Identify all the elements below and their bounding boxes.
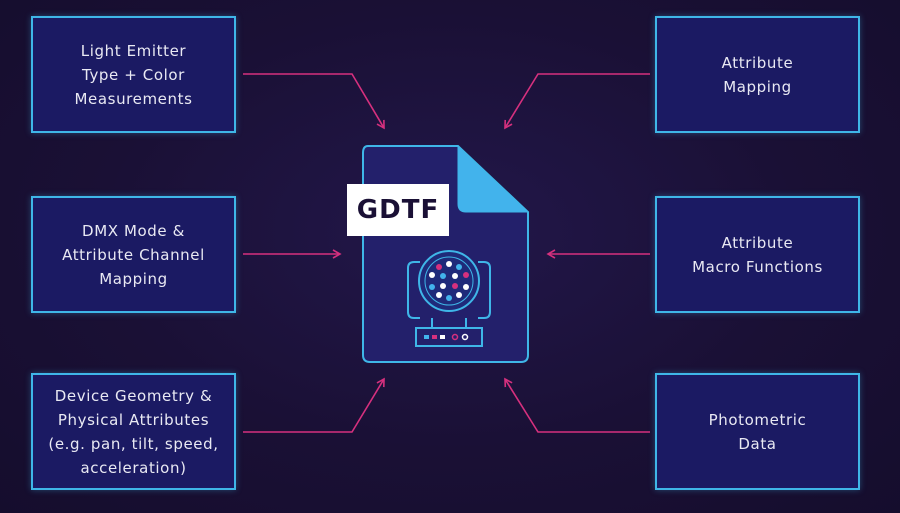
arrow-attribute-mapping [504,73,650,130]
arrow-device-geometry [243,377,385,433]
moving-head-light-icon [407,250,491,347]
arrow-photometric [504,377,650,433]
gdtf-label: GDTF [347,184,449,236]
arrow-light-emitter [243,73,385,130]
attribute-mapping-box: Attribute Mapping [655,16,860,133]
light-emitter-box: Light Emitter Type + Color Measurements [31,16,236,133]
device-geometry-box: Device Geometry & Physical Attributes (e… [31,373,236,490]
attribute-macro-box: Attribute Macro Functions [655,196,860,313]
dmx-mode-box: DMX Mode & Attribute Channel Mapping [31,196,236,313]
photometric-box: Photometric Data [655,373,860,490]
